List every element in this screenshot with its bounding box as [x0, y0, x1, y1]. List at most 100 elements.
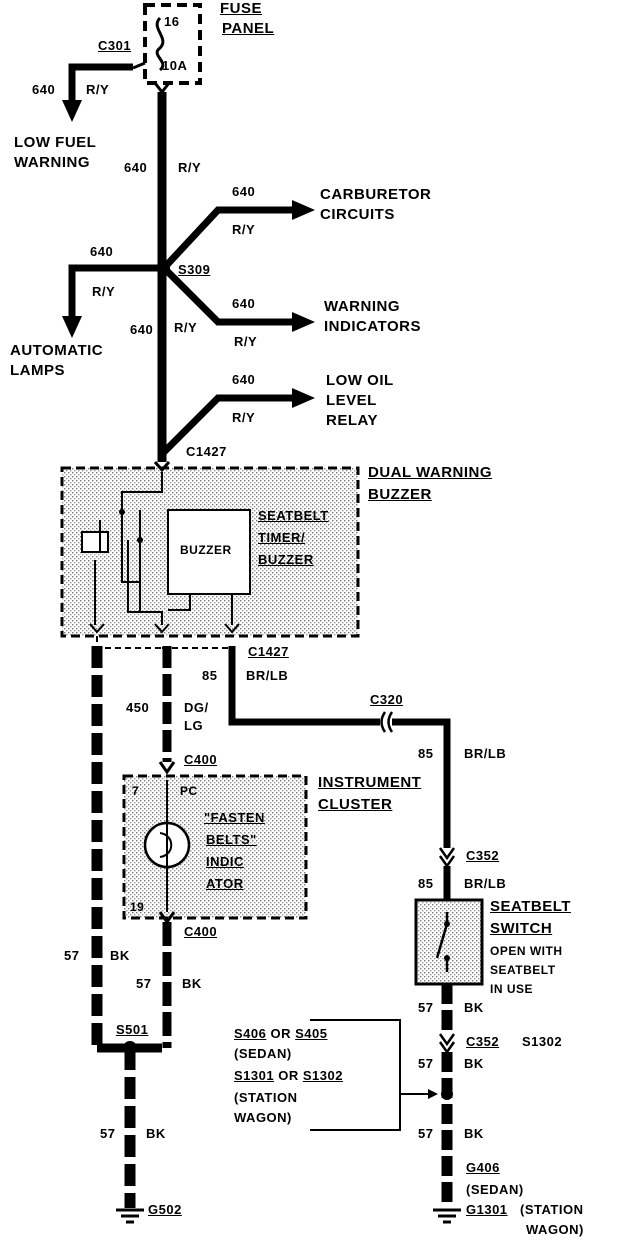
- arrow-warning-icon: [292, 312, 315, 332]
- warning-wire: 640: [232, 296, 256, 311]
- ground-g1301-station: (STATION: [520, 1202, 584, 1217]
- cluster-pin-top-suffix: PC: [180, 784, 198, 798]
- note-or-2: OR: [278, 1068, 299, 1083]
- wire-640-auto-lamps: [68, 264, 164, 318]
- fuse-connector-symbol: [153, 82, 171, 95]
- indicator-label-3: INDIC: [206, 854, 244, 869]
- ground-g406-sedan: (SEDAN): [466, 1182, 524, 1197]
- c1427-top-connector-symbol: [153, 461, 171, 473]
- ground-g1301-wagon: WAGON): [526, 1222, 584, 1237]
- warning-color: R/Y: [234, 334, 258, 349]
- fuse-panel-outline: [143, 3, 202, 85]
- warning-label-1: WARNING: [324, 298, 400, 315]
- low-fuel-color: R/Y: [86, 82, 110, 97]
- switch-node-bottom: [444, 955, 450, 961]
- buzzer-internal-wire-3: [94, 540, 233, 625]
- buzzer-box: [167, 509, 251, 595]
- feed-lower-color: R/Y: [174, 320, 198, 335]
- splice-right-dot: [441, 1088, 453, 1100]
- wire-57-low-number: 57: [100, 1126, 116, 1141]
- auto-lamps-color: R/Y: [92, 284, 116, 299]
- timer-label-3: BUZZER: [258, 552, 314, 567]
- note-s406: S406: [234, 1026, 267, 1041]
- switch-note-2: SEATBELT: [490, 963, 556, 977]
- wire-640-carburetor: [161, 206, 295, 271]
- wire-57-mid-color: BK: [182, 976, 202, 991]
- ground-g406-label: G406: [466, 1160, 500, 1175]
- note-s405: S405: [295, 1026, 328, 1041]
- wire-450-color-2: LG: [184, 718, 204, 733]
- switch-label-2: SWITCH: [490, 920, 553, 937]
- switch-label-1: SEATBELT: [490, 898, 571, 915]
- timer-label-2: TIMER/: [258, 530, 306, 545]
- main-feed-wire: 640: [124, 160, 148, 175]
- c1427-top-label: C1427: [186, 444, 227, 459]
- arrow-low-oil-icon: [292, 388, 315, 408]
- note-pointer-arrow-icon: [428, 1089, 438, 1099]
- buzzer-internal-wire-2: [99, 510, 141, 612]
- wire-57-low-color: BK: [146, 1126, 166, 1141]
- note-line-3: S1301 OR S1302: [234, 1068, 343, 1083]
- note-wagon: WAGON): [234, 1110, 292, 1125]
- arrow-auto-lamps-icon: [62, 316, 82, 338]
- c400-top-connector-symbol: [158, 761, 176, 775]
- buzzer-pin-symbols: [89, 623, 240, 634]
- note-s1302: S1302: [302, 1068, 343, 1083]
- low-fuel-wire: 640: [32, 82, 56, 97]
- indicator-label-4: ATOR: [206, 876, 244, 891]
- low-fuel-label-2: WARNING: [14, 154, 90, 171]
- wire-85a-color: BR/LB: [246, 668, 289, 683]
- ground-g502-label: G502: [148, 1202, 182, 1217]
- carburetor-wire: 640: [232, 184, 256, 199]
- cluster-label-1: INSTRUMENT: [318, 774, 422, 791]
- arrow-carburetor-icon: [292, 200, 315, 220]
- note-line-1: S406 OR S405: [234, 1026, 328, 1041]
- cluster-label-2: CLUSTER: [318, 796, 393, 813]
- fuse-symbol: [155, 16, 165, 72]
- c352-top-label: C352: [466, 848, 500, 863]
- cluster-pin-top: 7: [132, 784, 140, 798]
- splice-s309-label: S309: [178, 262, 211, 277]
- buzzer-internal-wire-1: [121, 472, 163, 512]
- fuse-panel-label-1: FUSE: [220, 0, 263, 17]
- note-or-1: OR: [270, 1026, 291, 1041]
- switch-node-top: [444, 921, 450, 927]
- buzzer-internal-node-2: [137, 537, 143, 543]
- c301-connector-symbol: [132, 61, 146, 70]
- buzzer-inner-label: BUZZER: [180, 543, 232, 557]
- arrow-low-fuel-icon: [62, 100, 82, 122]
- wire-57-mid-number: 57: [136, 976, 152, 991]
- wire-85-to-c320: [228, 646, 380, 726]
- wire-450-color-1: DG/: [184, 700, 209, 715]
- low-fuel-label-1: LOW FUEL: [14, 134, 97, 151]
- wire-640-low-fuel: [68, 63, 133, 100]
- switch-note-3: IN USE: [490, 982, 534, 996]
- wire-85c-color: BR/LB: [464, 876, 507, 891]
- low-oil-label-3: RELAY: [326, 412, 378, 429]
- auto-lamps-wire: 640: [90, 244, 114, 259]
- low-oil-label-1: LOW OIL: [326, 372, 394, 389]
- buzzer-label-2: BUZZER: [368, 486, 432, 503]
- c320-connector-symbol: [380, 711, 394, 733]
- seatbelt-switch-box: [414, 898, 484, 986]
- wire-57-left-number: 57: [64, 948, 80, 963]
- cluster-pin-bottom: 19: [130, 900, 145, 914]
- fuse-panel-label-2: PANEL: [222, 20, 275, 37]
- indicator-label-1: "FASTEN: [204, 810, 265, 825]
- buzzer-internal-node-1: [119, 509, 125, 515]
- buzzer-internal-relay: [81, 531, 109, 553]
- low-oil-color: R/Y: [232, 410, 256, 425]
- wire-57-left-color: BK: [110, 948, 130, 963]
- c400-bottom-label: C400: [184, 924, 218, 939]
- wire-85c-number: 85: [418, 876, 434, 891]
- wire-57-r1-number: 57: [418, 1056, 434, 1071]
- wire-85a-number: 85: [202, 668, 218, 683]
- auto-lamps-label-1: AUTOMATIC: [10, 342, 104, 359]
- wire-57-r1-color: BK: [464, 1056, 484, 1071]
- wire-85b-number: 85: [418, 746, 434, 761]
- wire-57-r2-color: BK: [464, 1126, 484, 1141]
- wire-640-low-oil: [161, 394, 295, 455]
- carburetor-color: R/Y: [232, 222, 256, 237]
- ground-g1301-label: G1301: [466, 1202, 508, 1217]
